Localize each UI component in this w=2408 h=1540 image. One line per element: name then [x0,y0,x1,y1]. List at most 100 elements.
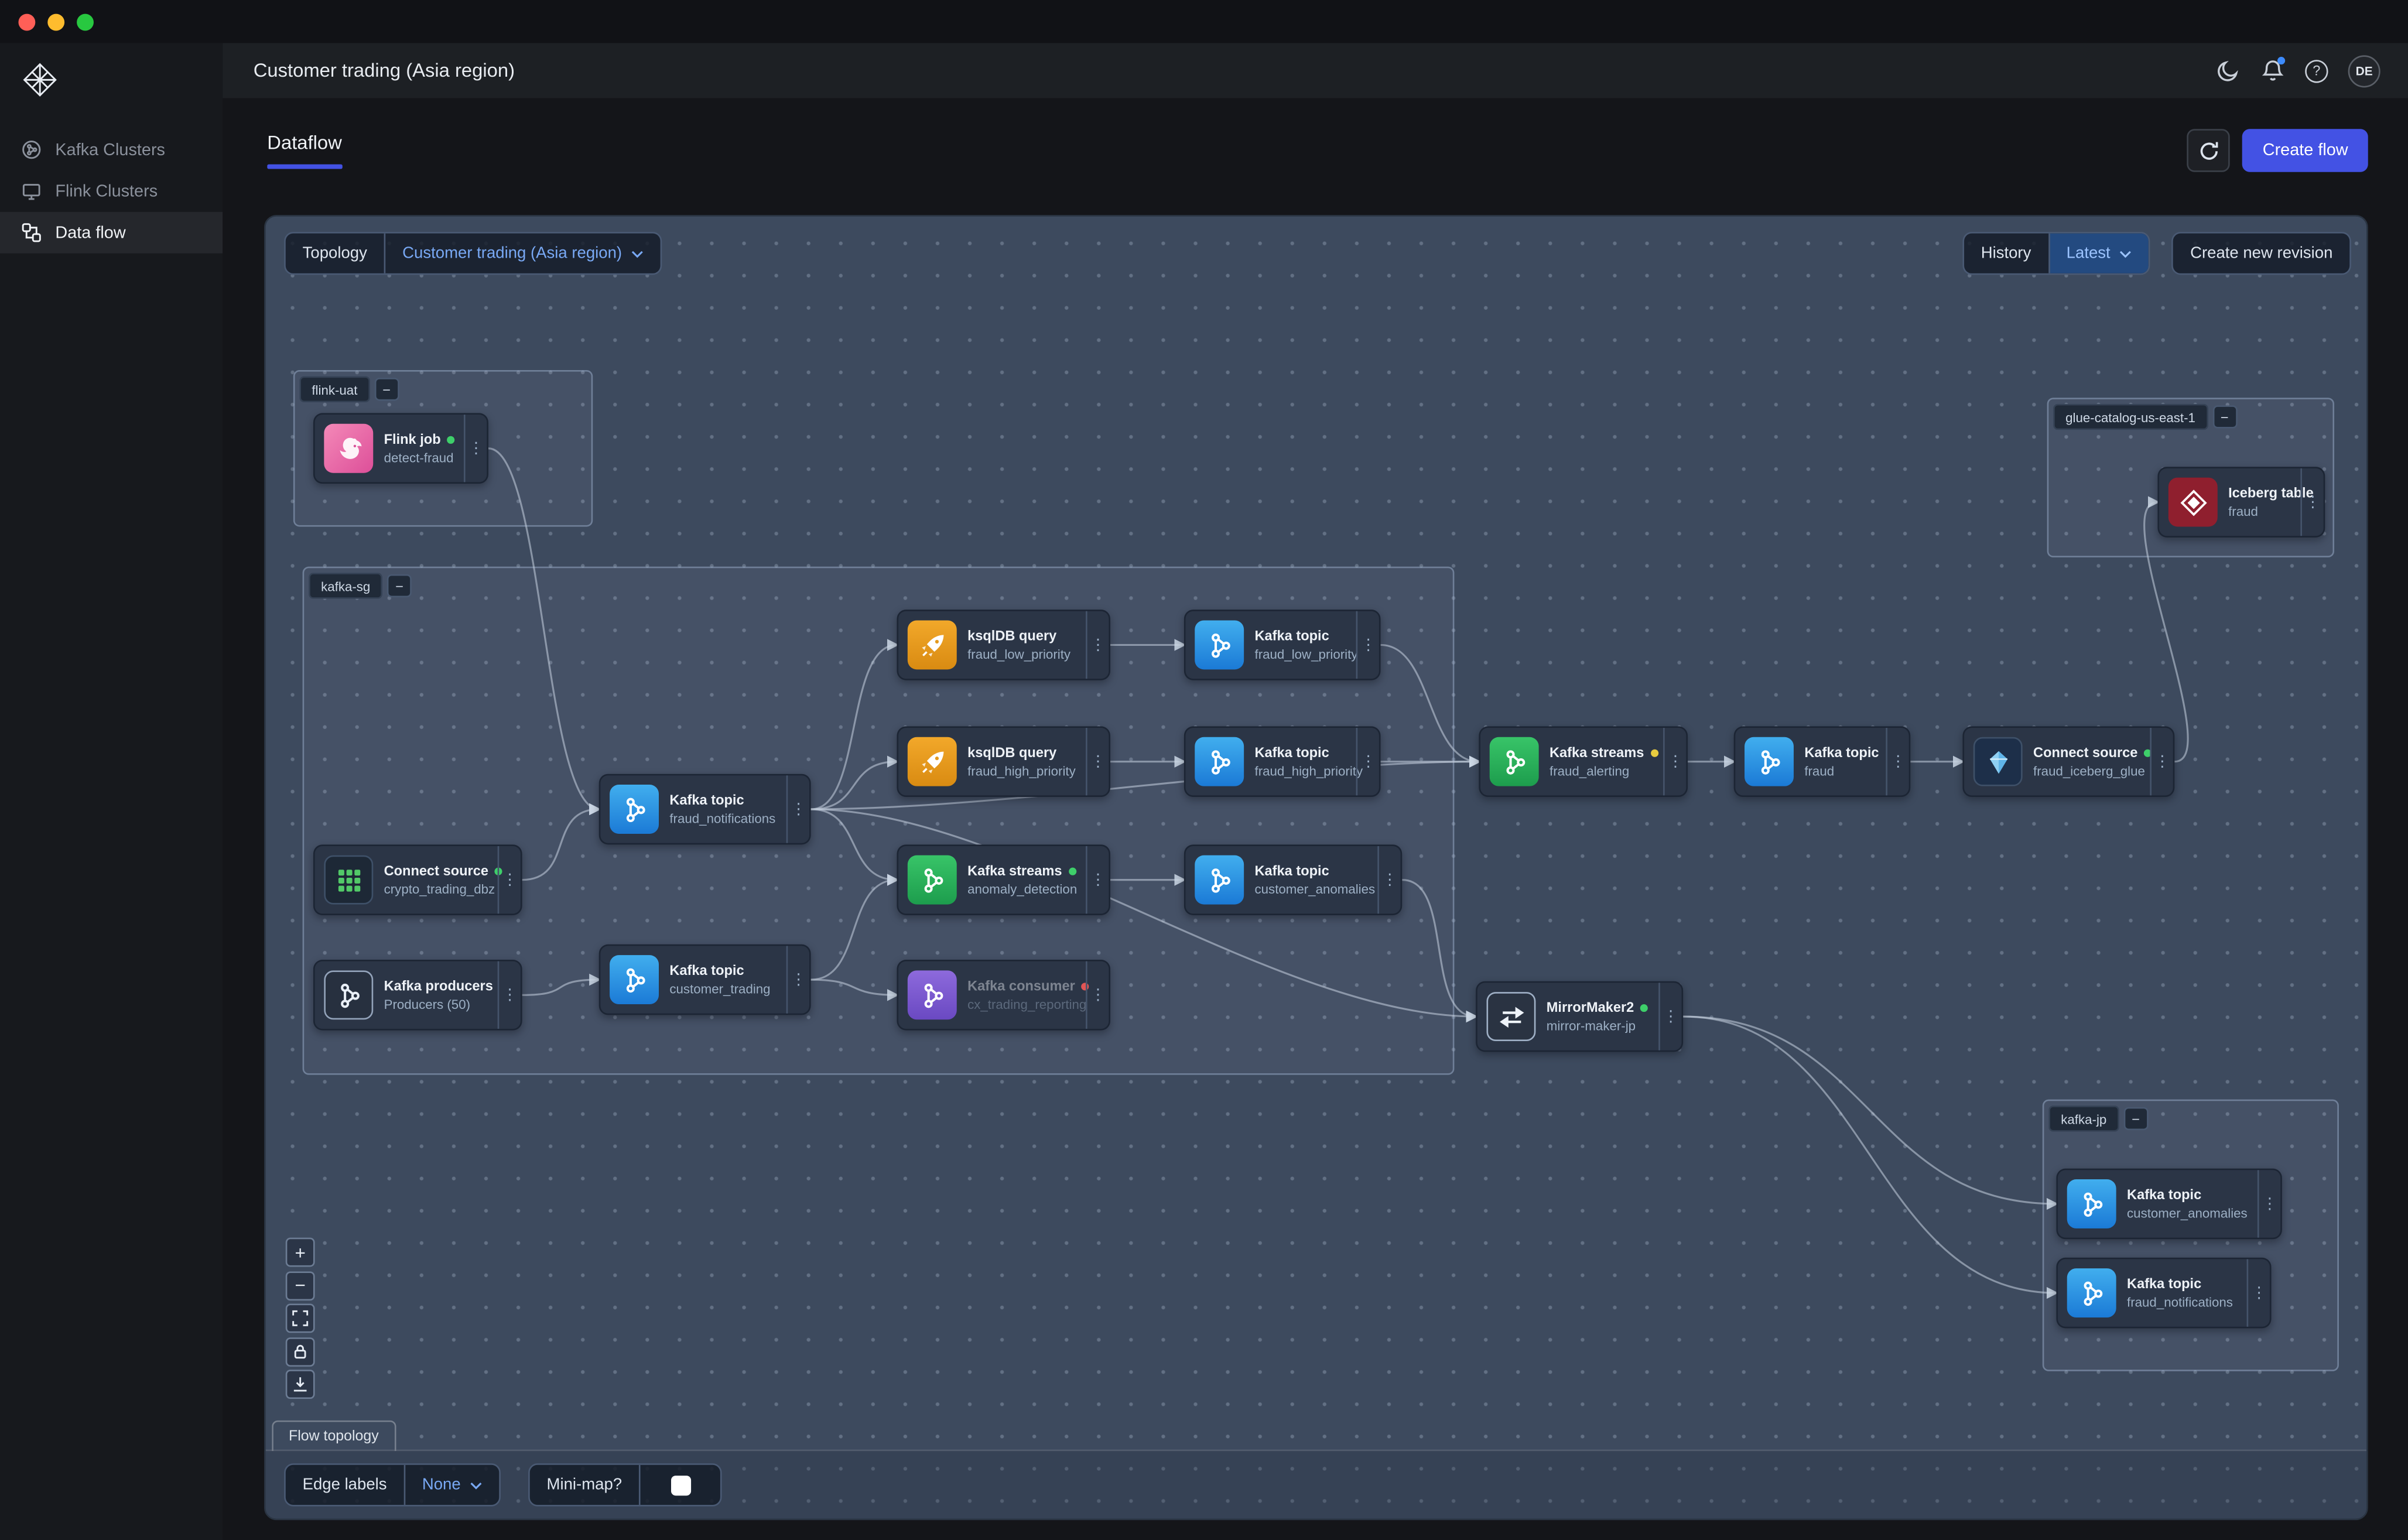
dark-mode-icon[interactable] [2216,59,2241,83]
node-menu-button[interactable]: ⋮ [2150,728,2173,795]
node-topic_customer_anomalies[interactable]: Kafka topiccustomer_anomalies⋮ [1184,844,1402,915]
node-jp_fraud_notifications[interactable]: Kafka topicfraud_notifications⋮ [2056,1258,2271,1329]
flow-topology-tab[interactable]: Flow topology [272,1421,395,1451]
node-menu-button[interactable]: ⋮ [1377,846,1400,913]
node-menu-button[interactable]: ⋮ [2247,1259,2270,1326]
node-name: fraud_alerting [1550,763,1656,778]
node-menu-button[interactable]: ⋮ [1663,728,1686,795]
node-type: Flink job [384,432,456,447]
refresh-button[interactable] [2187,129,2230,172]
help-icon[interactable]: ? [2305,59,2328,82]
node-type: Kafka topic [2127,1276,2239,1291]
node-menu-button[interactable]: ⋮ [2300,468,2323,536]
node-menu-button[interactable]: ⋮ [498,961,521,1029]
notification-dot [2277,57,2285,64]
node-menu-button[interactable]: ⋮ [1086,728,1109,795]
collapse-group-button[interactable]: − [2212,405,2237,428]
status-dot-green [447,435,454,443]
node-text: ksqlDB queryfraud_high_priority [967,745,1078,779]
node-iceberg_fraud[interactable]: Iceberg tablefraud⋮ [2157,467,2325,538]
sidebar-item-label: Data flow [55,224,125,242]
node-topic_fraud[interactable]: Kafka topicfraud⋮ [1734,726,1911,797]
window-zoom-button[interactable] [77,13,94,30]
node-fraud_alerting[interactable]: Kafka streamsfraud_alerting⋮ [1479,726,1688,797]
node-menu-button[interactable]: ⋮ [2258,1170,2280,1237]
notifications-icon[interactable] [2260,59,2285,83]
node-customer_trading[interactable]: Kafka topiccustomer_trading⋮ [599,944,811,1015]
kafka-topic-icon [2067,1268,2116,1317]
group-chip: glue-catalog-us-east-1 − [2053,404,2237,430]
node-menu-button[interactable]: ⋮ [1356,728,1379,795]
node-menu-button[interactable]: ⋮ [1086,611,1109,679]
fit-view-button[interactable] [286,1303,315,1333]
node-name: mirror-maker-jp [1547,1018,1651,1033]
node-menu-button[interactable]: ⋮ [1086,846,1109,913]
node-menu-button[interactable]: ⋮ [786,775,809,843]
create-flow-button[interactable]: Create flow [2243,129,2368,172]
sidebar-item-flink-clusters[interactable]: Flink Clusters [0,170,223,212]
node-name: fraud_high_priority [1255,763,1349,778]
window-minimize-button[interactable] [47,13,64,30]
minimap-control: Mini-map? [528,1463,721,1506]
flow-selector[interactable]: Customer trading (Asia region) [384,234,661,273]
tab-dataflow[interactable]: Dataflow [267,132,342,169]
node-menu-button[interactable]: ⋮ [464,415,487,482]
collapse-group-button[interactable]: − [374,378,399,401]
window-close-button[interactable] [18,13,35,30]
collapse-group-button[interactable]: − [2123,1107,2148,1130]
header-actions: ? DE [2216,54,2380,87]
node-cx_trading_reporting[interactable]: Kafka consumercx_trading_reporting⋮ [897,960,1110,1031]
kafka-topic-icon [2067,1179,2116,1228]
node-text: MirrorMaker2mirror-maker-jp [1547,1000,1651,1033]
kafka-consumer-icon [908,970,957,1019]
edge-labels-selector[interactable]: None [403,1465,499,1505]
app-logo-icon[interactable] [22,61,59,98]
node-menu-button[interactable]: ⋮ [498,846,521,913]
node-type: Iceberg table [2228,485,2293,501]
node-jp_customer_anomalies[interactable]: Kafka topiccustomer_anomalies⋮ [2056,1169,2282,1240]
chevron-down-icon [2119,249,2132,257]
node-anomaly_detection[interactable]: Kafka streamsanomaly_detection⋮ [897,844,1110,915]
node-fraud_iceberg_glue[interactable]: Connect sourcefraud_iceberg_glue⋮ [1962,726,2174,797]
status-dot-green [1068,867,1076,874]
kafka-topic-icon [1195,737,1244,786]
sidebar-item-kafka-clusters[interactable]: Kafka Clusters [0,129,223,170]
download-button[interactable] [286,1370,315,1399]
node-producers_50[interactable]: Kafka producersProducers (50)⋮ [313,960,522,1031]
node-topic_fraud_high[interactable]: Kafka topicfraud_high_priority⋮ [1184,726,1381,797]
sidebar-item-data-flow[interactable]: Data flow [0,212,223,254]
node-type: Kafka topic [1804,745,1878,760]
create-revision-button[interactable]: Create new revision [2173,234,2349,273]
node-menu-button[interactable]: ⋮ [1086,961,1109,1029]
node-crypto_trading_dbz[interactable]: Connect sourcecrypto_trading_dbz⋮ [313,844,522,915]
node-type: Kafka topic [1255,628,1349,644]
minimap-label: Mini-map? [530,1465,639,1505]
node-ksql_fraud_high[interactable]: ksqlDB queryfraud_high_priority⋮ [897,726,1110,797]
node-menu-button[interactable]: ⋮ [1658,983,1681,1050]
node-menu-button[interactable]: ⋮ [786,946,809,1013]
collapse-group-button[interactable]: − [387,574,412,597]
minimap-toggle[interactable] [639,1465,720,1505]
revision-selector[interactable]: Latest [2048,234,2149,273]
node-text: Kafka topicfraud_notifications [669,792,778,826]
topology-canvas[interactable]: flink-uat − kafka-sg − glue-catalog-us-e… [266,217,2366,1519]
node-text: Kafka producersProducers (50) [384,978,490,1012]
zoom-out-button[interactable]: − [286,1271,315,1300]
glue-gem-icon [1973,737,2023,786]
revision-controls: History Latest Create new revision [1962,232,2351,275]
node-menu-button[interactable]: ⋮ [1886,728,1908,795]
node-ksql_fraud_low[interactable]: ksqlDB queryfraud_low_priority⋮ [897,610,1110,680]
node-mirror_maker_jp[interactable]: MirrorMaker2mirror-maker-jp⋮ [1476,981,1683,1052]
node-detect_fraud[interactable]: Flink jobdetect-fraud⋮ [313,413,488,484]
history-button[interactable]: History [1964,234,2048,273]
avatar[interactable]: DE [2348,54,2380,87]
node-topic_fraud_low[interactable]: Kafka topicfraud_low_priority⋮ [1184,610,1381,680]
node-menu-button[interactable]: ⋮ [1356,611,1379,679]
node-text: Flink jobdetect-fraud [384,432,456,466]
ksqldb-icon [908,737,957,786]
zoom-in-button[interactable]: + [286,1238,315,1267]
node-fraud_notifications[interactable]: Kafka topicfraud_notifications⋮ [599,774,811,845]
kafka-topic-icon [610,955,659,1004]
kafka-streams-icon [1490,737,1539,786]
lock-button[interactable] [286,1337,315,1366]
